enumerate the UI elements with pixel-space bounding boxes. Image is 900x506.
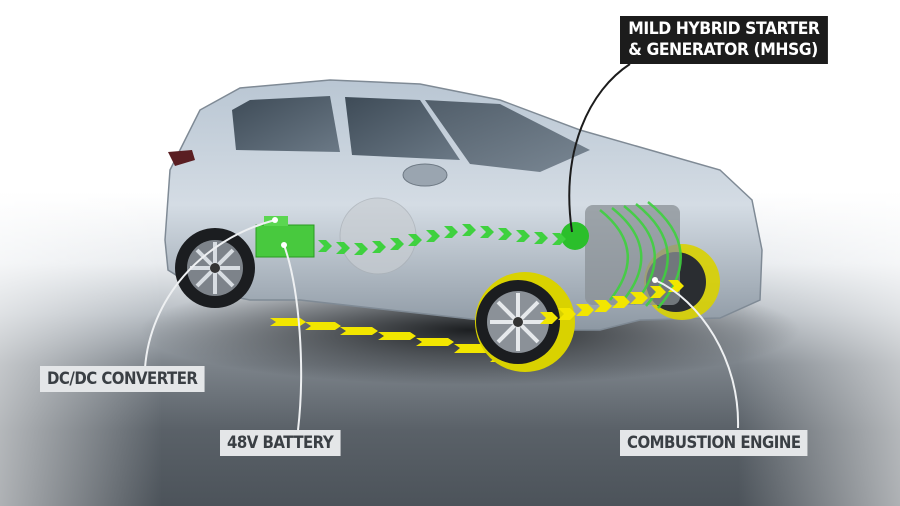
callout-combustion-engine: COMBUSTION ENGINE <box>620 430 808 456</box>
windshield <box>425 100 590 172</box>
taillight <box>168 150 195 166</box>
rear-wheel <box>175 228 255 308</box>
callout-mhsg-line2: & GENERATOR (MHSG) <box>628 40 818 60</box>
leader-battery <box>283 244 303 431</box>
leader-mhsg <box>568 63 631 233</box>
callout-mhsg: MILD HYBRID STARTER & GENERATOR (MHSG) <box>620 16 828 64</box>
callout-dcdc-converter: DC/DC CONVERTER <box>40 366 205 392</box>
side-window <box>345 97 460 160</box>
front-wheel <box>475 272 575 372</box>
leader-engine <box>654 279 740 429</box>
rear-window <box>232 96 340 152</box>
callout-mhsg-line1: MILD HYBRID STARTER <box>628 19 820 39</box>
callout-48v-battery: 48V BATTERY <box>220 430 341 456</box>
leader-dcdc <box>144 219 276 369</box>
energy-flow-chevrons <box>318 224 566 255</box>
mhsg-unit <box>561 222 589 250</box>
